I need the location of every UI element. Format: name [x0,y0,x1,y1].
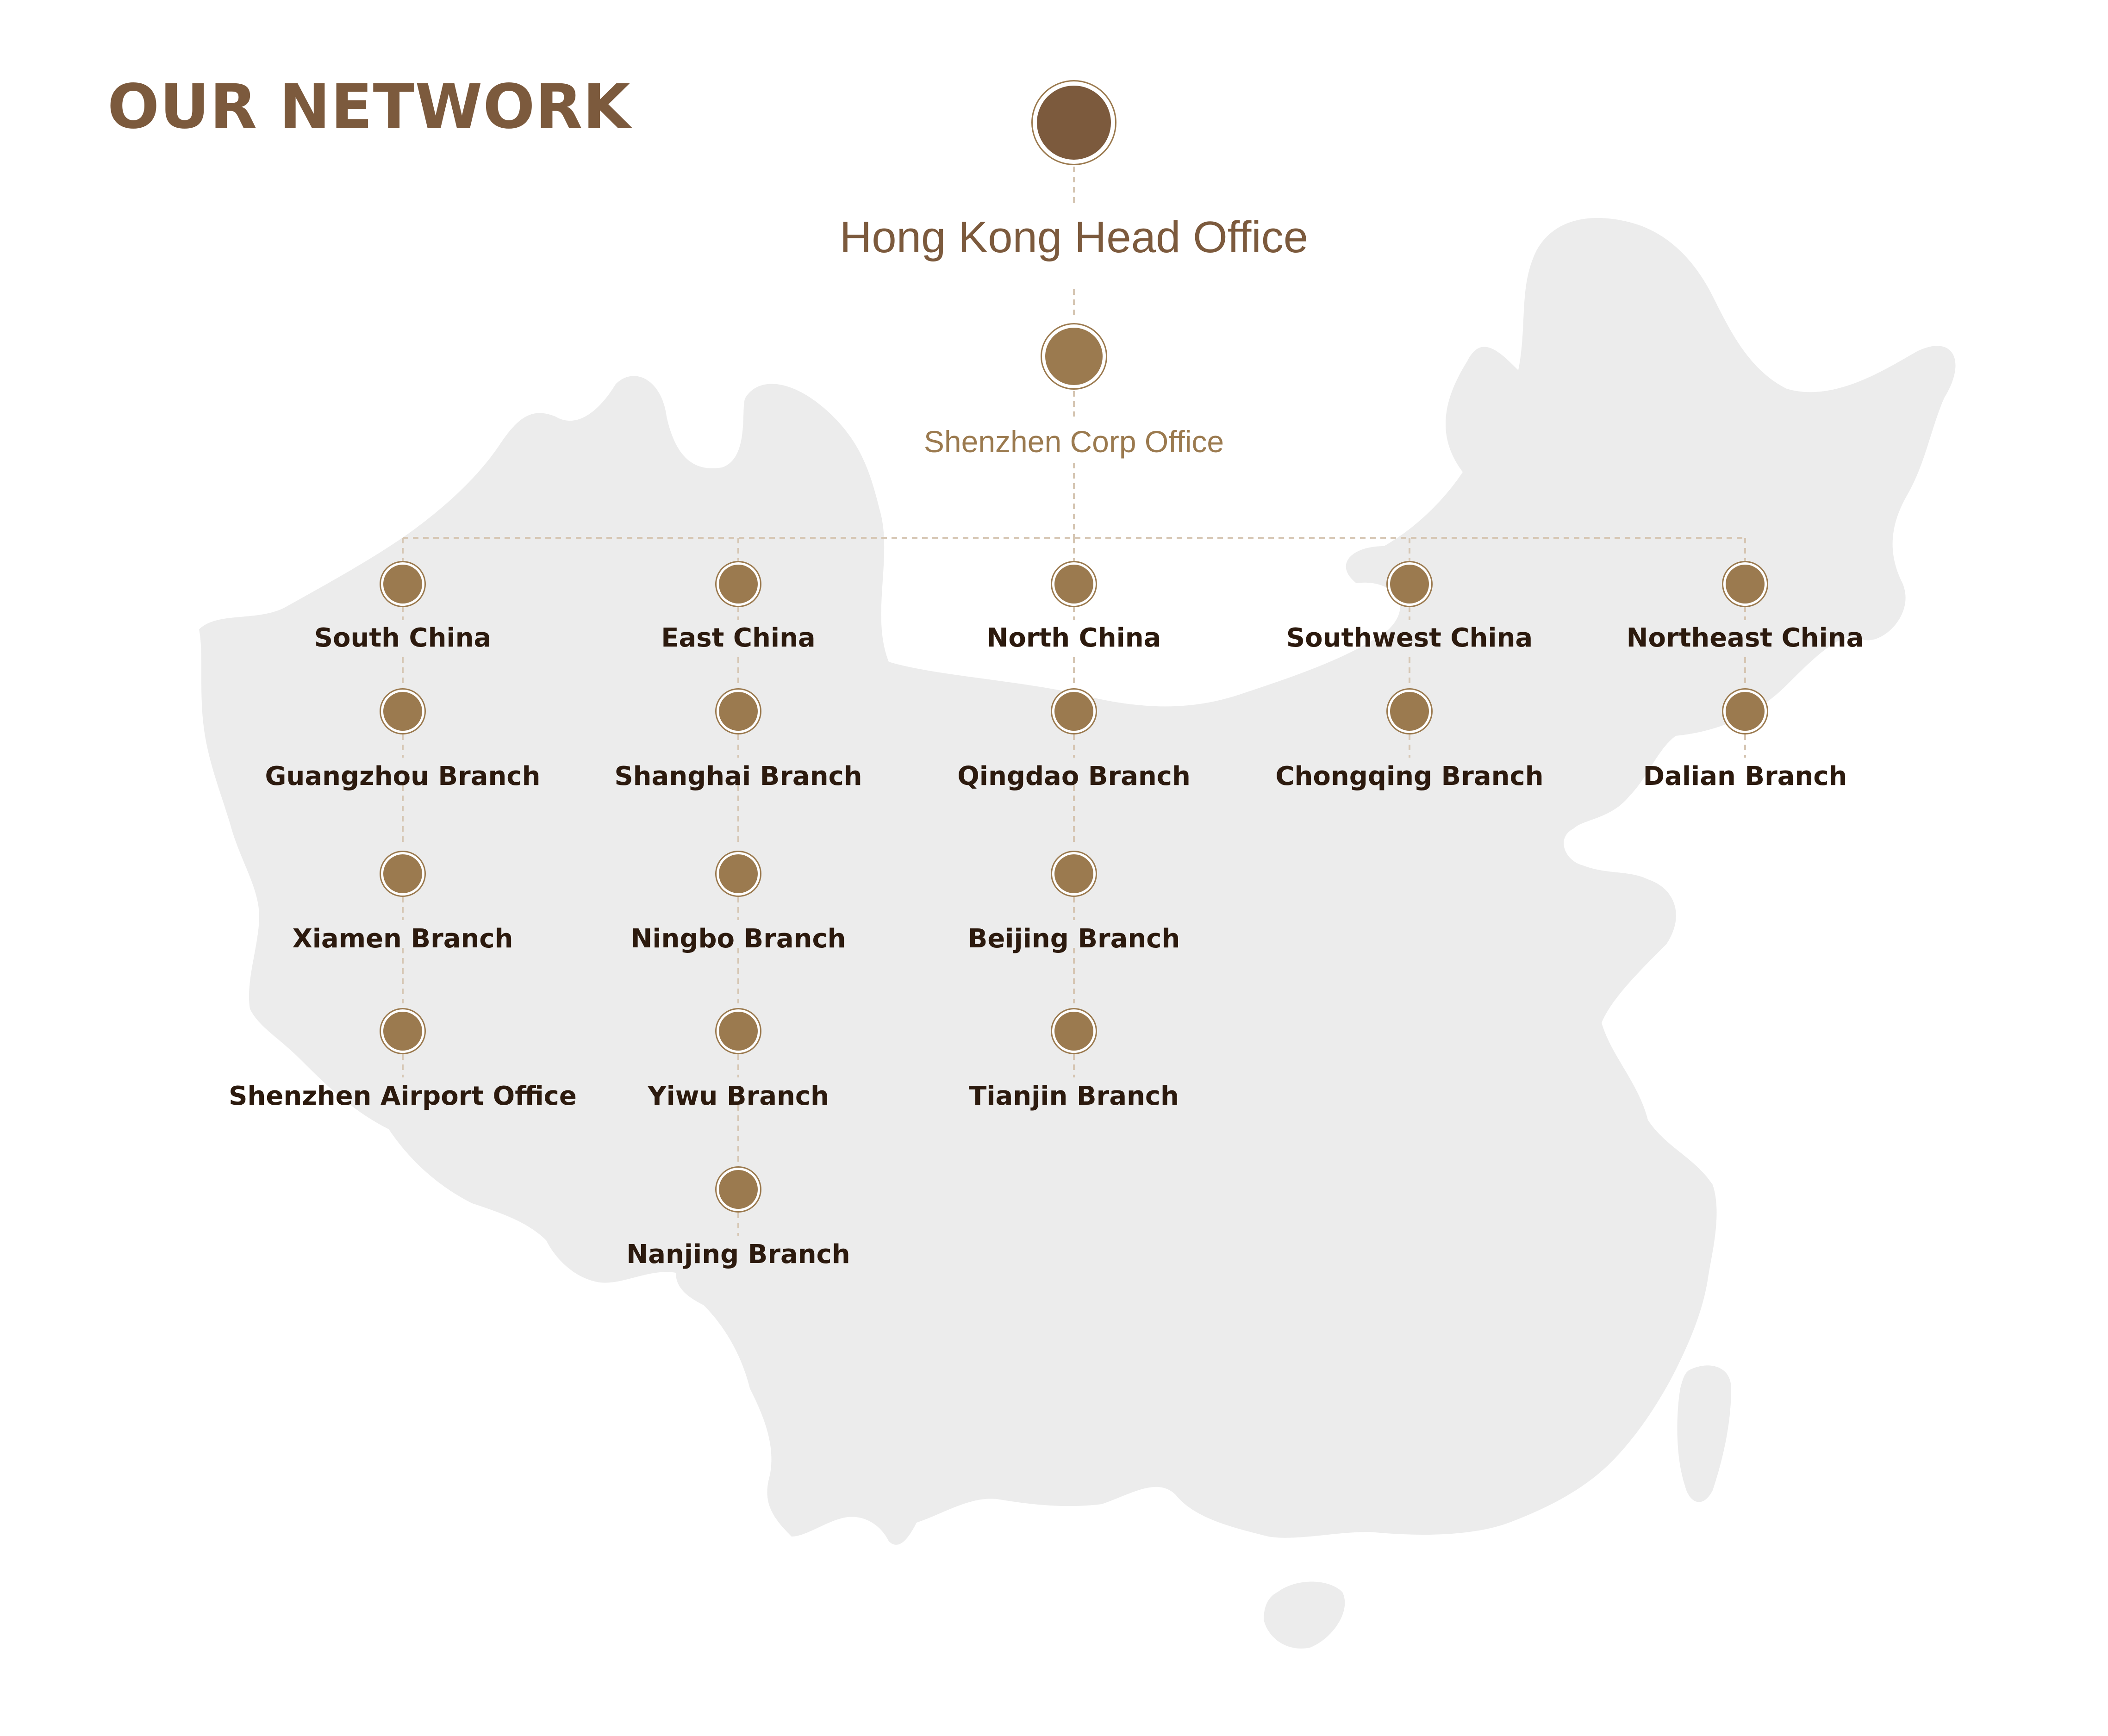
branch-label: Shenzhen Airport Office [229,1081,577,1111]
branch-node-icon-fill [719,1170,758,1209]
region-label: Southwest China [1286,623,1533,653]
region-node-icon-fill [1390,565,1429,604]
branch-label: Nanjing Branch [626,1239,850,1269]
head-office-icon [1031,80,1116,165]
corp-office-icon [1041,323,1107,390]
branch-node-icon [380,1008,426,1054]
region-node-icon-fill [383,565,422,604]
map-taiwan-island [1677,1365,1731,1502]
branch-node-icon [715,851,761,897]
branch-node-icon [1051,688,1097,734]
branch-node-icon-fill [383,692,422,731]
region-label: Northeast China [1626,623,1864,653]
branch-node-icon [1386,688,1433,734]
map-hainan-island [1264,1581,1345,1649]
branch-node-icon-fill [383,1012,422,1051]
branch-node-icon-fill [719,692,758,731]
region-node-icon-fill [1054,565,1093,604]
region-node-icon [1051,561,1097,607]
branch-label: Dalian Branch [1643,761,1847,791]
branch-node-icon [380,851,426,897]
branch-node-icon-fill [1054,1012,1093,1051]
region-node-icon [715,561,761,607]
head-office-label: Hong Kong Head Office [839,212,1309,262]
branch-label: Shanghai Branch [614,761,862,791]
branch-node-icon [715,688,761,734]
region-node-icon-fill [719,565,758,604]
branch-node-icon-fill [1054,692,1093,731]
region-node-icon [380,561,426,607]
region-label: East China [661,623,816,653]
corp-office-label: Shenzhen Corp Office [923,424,1224,459]
head-office-icon-fill [1037,86,1111,160]
branch-label: Chongqing Branch [1275,761,1544,791]
page-title: OUR NETWORK [107,71,631,143]
region-label: South China [314,623,492,653]
branch-node-icon [380,688,426,734]
region-node-icon [1722,561,1768,607]
branch-node-icon-fill [1726,692,1765,731]
region-label: North China [986,623,1161,653]
branch-node-icon [1051,1008,1097,1054]
branch-node-icon [715,1008,761,1054]
branch-node-icon-fill [383,854,422,893]
branch-node-icon-fill [1054,854,1093,893]
branch-label: Guangzhou Branch [265,761,541,791]
branch-label: Beijing Branch [967,924,1180,954]
region-node-icon [1386,561,1433,607]
branch-label: Tianjin Branch [969,1081,1179,1111]
region-node-icon-fill [1726,565,1765,604]
branch-node-icon-fill [719,1012,758,1051]
branch-node-icon-fill [719,854,758,893]
branch-node-icon [1722,688,1768,734]
branch-node-icon [715,1166,761,1213]
corp-office-icon-fill [1045,328,1103,385]
branch-label: Yiwu Branch [648,1081,829,1111]
branch-label: Ningbo Branch [630,924,846,954]
branch-label: Qingdao Branch [957,761,1191,791]
branch-node-icon [1051,851,1097,897]
branch-node-icon-fill [1390,692,1429,731]
branch-label: Xiamen Branch [292,924,513,954]
